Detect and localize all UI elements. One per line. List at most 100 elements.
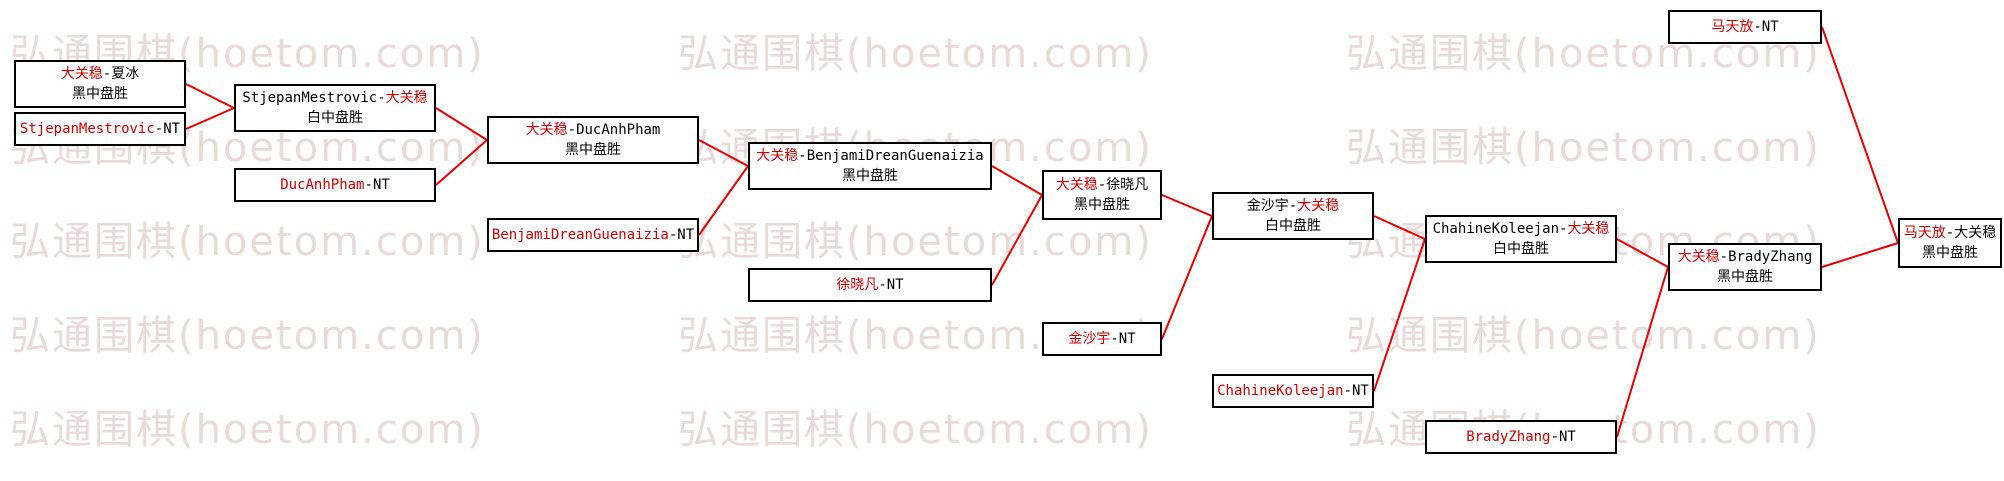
- player-name: 金沙宇: [1246, 198, 1289, 214]
- watermark-text: 弘通围棋(hoetom.com): [678, 219, 1153, 265]
- match-players: 大关稳-BenjamiDreanGuenaizia: [756, 146, 983, 166]
- match-result: 黑中盘胜: [565, 142, 621, 158]
- match-box: StjepanMestrovic-NT: [14, 112, 186, 146]
- player-name: NT: [1118, 331, 1136, 347]
- match-box: 大关稳-BradyZhang 黑中盘胜: [1668, 243, 1822, 291]
- watermark-text: 弘通围棋(hoetom.com): [1346, 125, 1821, 171]
- match-players: BradyZhang-NT: [1466, 427, 1576, 447]
- separator: -: [154, 121, 164, 137]
- player-name: StjepanMestrovic: [19, 121, 155, 137]
- watermark-text: 弘通围棋(hoetom.com): [678, 407, 1153, 453]
- separator: -: [364, 177, 373, 193]
- match-box: 金沙宇-NT: [1042, 322, 1162, 356]
- separator: -: [878, 277, 887, 293]
- player-name: 大关稳: [1055, 177, 1098, 193]
- match-box: 大关稳-夏冰 黑中盘胜: [14, 60, 186, 108]
- match-box: 马天放-NT: [1668, 10, 1822, 44]
- bracket-line: [1821, 242, 1899, 268]
- watermark-text: 弘通围棋(hoetom.com): [10, 219, 485, 265]
- player-name: 马天放: [1903, 225, 1946, 241]
- player-name: 徐晓凡: [1106, 177, 1149, 193]
- match-players: 大关稳-BradyZhang: [1678, 247, 1813, 267]
- watermark-text: 弘通围棋(hoetom.com): [10, 313, 485, 359]
- player-name: NT: [677, 227, 695, 243]
- match-box: 徐晓凡-NT: [748, 268, 992, 302]
- watermark-text: 弘通围棋(hoetom.com): [678, 31, 1153, 77]
- match-result: 黑中盘胜: [1922, 245, 1978, 261]
- match-box: 大关稳-DucAnhPham 黑中盘胜: [487, 116, 699, 164]
- watermark-text: 弘通围棋(hoetom.com): [10, 407, 485, 453]
- match-players: 徐晓凡-NT: [836, 275, 903, 295]
- bracket-line: [185, 83, 235, 109]
- player-name: NT: [1352, 383, 1369, 399]
- match-result: 白中盘胜: [1493, 241, 1549, 257]
- match-players: DucAnhPham-NT: [280, 175, 390, 195]
- player-name: 大关稳: [1677, 249, 1720, 265]
- player-name: NT: [1558, 429, 1576, 445]
- bracket-line: [1161, 215, 1213, 340]
- player-name: NT: [886, 277, 904, 293]
- match-result: 白中盘胜: [307, 110, 363, 126]
- separator: -: [1559, 221, 1568, 237]
- match-players: StjepanMestrovic-NT: [20, 119, 180, 139]
- separator: -: [1753, 19, 1762, 35]
- match-result: 黑中盘胜: [72, 86, 128, 102]
- separator: -: [668, 227, 678, 243]
- player-name: StjepanMestrovic: [242, 90, 378, 106]
- player-name: 大关稳: [756, 148, 799, 164]
- player-name: NT: [1761, 19, 1779, 35]
- match-players: 大关稳-徐晓凡: [1056, 175, 1148, 195]
- match-box: 大关稳-BenjamiDreanGuenaizia 黑中盘胜: [748, 142, 992, 190]
- player-name: ChahineKoleejan: [1432, 221, 1559, 237]
- match-box: 大关稳-徐晓凡 黑中盘胜: [1042, 170, 1162, 220]
- match-box: 马天放-大关稳 黑中盘胜: [1898, 218, 2002, 268]
- player-name: 夏冰: [111, 66, 140, 82]
- separator: -: [1343, 383, 1352, 399]
- player-name: 金沙宇: [1068, 331, 1111, 347]
- match-box: DucAnhPham-NT: [234, 168, 436, 202]
- match-box: BradyZhang-NT: [1425, 420, 1617, 454]
- match-players: ChahineKoleejan-NT: [1217, 381, 1369, 401]
- player-name: BradyZhang: [1466, 429, 1551, 445]
- match-players: BenjamiDreanGuenaizia-NT: [492, 225, 694, 245]
- player-name: 大关稳: [1567, 221, 1610, 237]
- separator: -: [1550, 429, 1559, 445]
- separator: -: [798, 148, 807, 164]
- match-result: 黑中盘胜: [1717, 269, 1773, 285]
- player-name: 大关稳: [525, 122, 568, 138]
- bracket-line: [1821, 26, 1899, 244]
- separator: -: [102, 66, 112, 82]
- match-result: 白中盘胜: [1265, 218, 1321, 234]
- match-players: StjepanMestrovic-大关稳: [242, 88, 427, 108]
- player-name: 大关稳: [60, 66, 103, 82]
- separator: -: [1945, 225, 1955, 241]
- player-name: 大关稳: [1954, 225, 1997, 241]
- player-name: NT: [163, 121, 181, 137]
- player-name: BenjamiDreanGuenaizia: [491, 227, 669, 243]
- separator: -: [567, 122, 577, 138]
- match-box: StjepanMestrovic-大关稳 白中盘胜: [234, 84, 436, 132]
- player-name: ChahineKoleejan: [1217, 383, 1344, 399]
- player-name: DucAnhPham: [280, 177, 365, 193]
- match-players: 金沙宇-NT: [1068, 329, 1135, 349]
- separator: -: [1719, 249, 1729, 265]
- match-result: 黑中盘胜: [842, 168, 898, 184]
- bracket-line: [1161, 194, 1213, 217]
- match-players: 大关稳-DucAnhPham: [526, 120, 661, 140]
- separator: -: [1097, 177, 1107, 193]
- match-players: 大关稳-夏冰: [61, 64, 139, 84]
- player-name: 马天放: [1711, 19, 1754, 35]
- match-players: 马天放-NT: [1711, 17, 1778, 37]
- separator: -: [1288, 198, 1298, 214]
- player-name: DucAnhPham: [576, 122, 661, 138]
- match-box: ChahineKoleejan-NT: [1212, 374, 1374, 408]
- player-name: BradyZhang: [1728, 249, 1813, 265]
- player-name: 大关稳: [385, 90, 428, 106]
- watermark-text: 弘通围棋(hoetom.com): [1346, 313, 1821, 359]
- separator: -: [1110, 331, 1119, 347]
- match-box: 金沙宇-大关稳 白中盘胜: [1212, 192, 1374, 240]
- player-name: NT: [372, 177, 390, 193]
- player-name: BenjamiDreanGuenaizia: [806, 148, 984, 164]
- match-box: ChahineKoleejan-大关稳 白中盘胜: [1425, 215, 1617, 263]
